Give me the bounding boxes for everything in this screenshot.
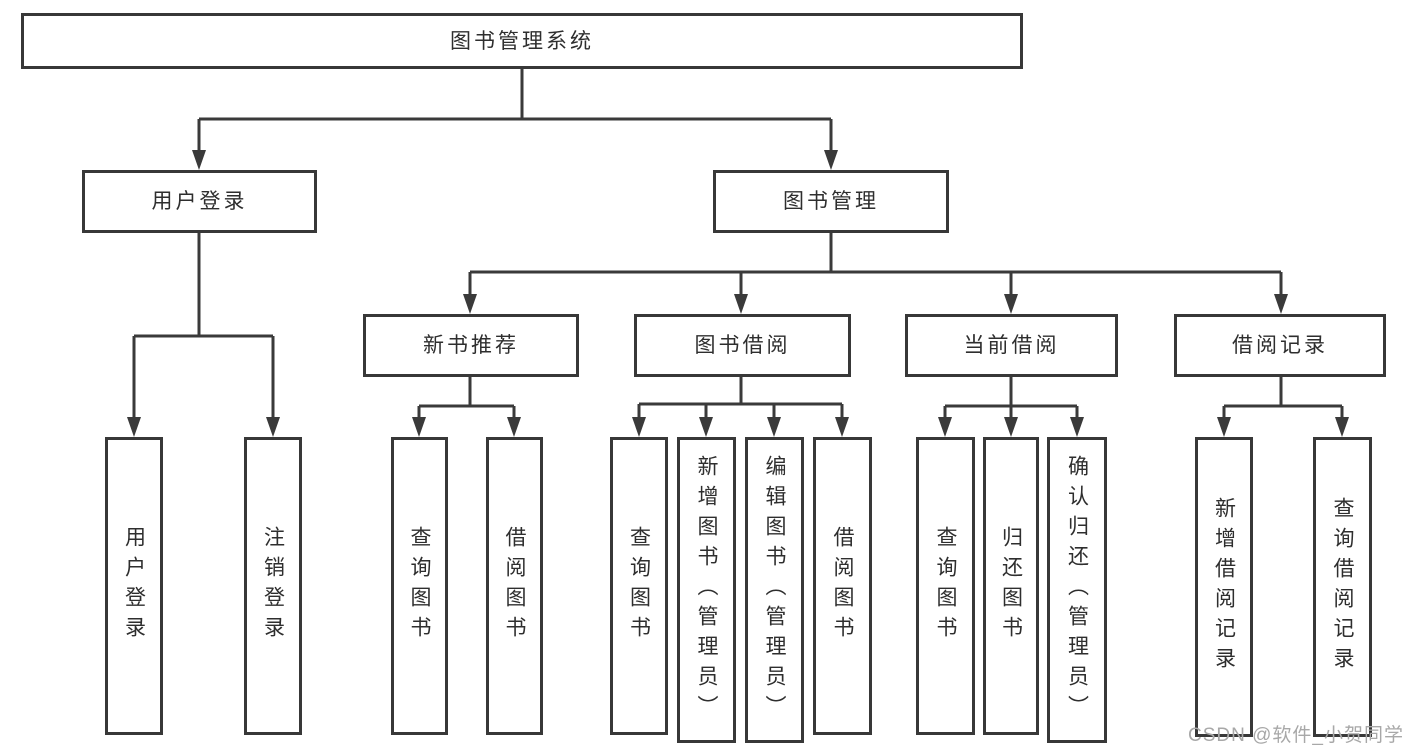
leaf-logout-label: 注销登录 <box>261 526 285 646</box>
connector-user-login-to-leaves <box>127 233 280 437</box>
leaf-user-login: 用户登录 <box>105 437 163 735</box>
node-root-label: 图书管理系统 <box>450 29 594 53</box>
leaf-edit-books-admin: 编辑图书（管理员） <box>745 437 804 743</box>
connector-borrow-records-to-leaves <box>1217 377 1349 437</box>
leaf-add-books-admin: 新增图书（管理员） <box>677 437 736 743</box>
connector-root-to-level2 <box>192 69 838 170</box>
leaf-confirm-return-admin: 确认归还（管理员） <box>1047 437 1107 743</box>
node-book-management: 图书管理 <box>713 170 949 233</box>
leaf-user-login-label: 用户登录 <box>122 526 146 646</box>
leaf-borrow-books-recommend: 借阅图书 <box>486 437 543 735</box>
leaf-query-books-current-label: 查询图书 <box>934 526 957 646</box>
leaf-borrow-books-borrowing: 借阅图书 <box>813 437 872 735</box>
leaf-borrow-books-borrowing-label: 借阅图书 <box>831 526 854 646</box>
leaf-return-books-label: 归还图书 <box>999 526 1023 646</box>
leaf-confirm-return-admin-label: 确认归还（管理员） <box>1065 455 1089 725</box>
leaf-query-books-recommend: 查询图书 <box>391 437 448 735</box>
node-borrow-records: 借阅记录 <box>1174 314 1386 377</box>
node-book-management-label: 图书管理 <box>783 190 879 213</box>
leaf-query-books-current: 查询图书 <box>916 437 975 735</box>
connector-book-management-to-level3 <box>463 233 1288 314</box>
leaf-add-borrow-record-label: 新增借阅记录 <box>1212 497 1236 677</box>
leaf-query-books-borrowing-label: 查询图书 <box>627 526 651 646</box>
node-user-login-label: 用户登录 <box>151 190 248 213</box>
csdn-watermark: CSDN @软件_小贺同学 <box>1188 725 1404 746</box>
node-user-login: 用户登录 <box>82 170 317 233</box>
connector-current-borrowing-to-leaves <box>938 377 1084 437</box>
leaf-add-borrow-record: 新增借阅记录 <box>1195 437 1253 737</box>
leaf-add-books-admin-label: 新增图书（管理员） <box>695 455 718 725</box>
leaf-query-borrow-record-label: 查询借阅记录 <box>1331 497 1354 677</box>
node-root: 图书管理系统 <box>21 13 1023 69</box>
node-borrow-records-label: 借阅记录 <box>1232 334 1328 357</box>
node-book-borrowing-label: 图书借阅 <box>694 334 791 357</box>
node-new-book-recommend: 新书推荐 <box>363 314 579 377</box>
connector-book-borrowing-to-leaves <box>632 377 849 437</box>
connector-new-book-recommend-to-leaves <box>412 377 521 437</box>
node-current-borrowing-label: 当前借阅 <box>963 334 1060 357</box>
leaf-edit-books-admin-label: 编辑图书（管理员） <box>763 455 786 725</box>
leaf-return-books: 归还图书 <box>983 437 1039 735</box>
node-new-book-recommend-label: 新书推荐 <box>423 334 519 357</box>
node-current-borrowing: 当前借阅 <box>905 314 1118 377</box>
leaf-borrow-books-recommend-label: 借阅图书 <box>503 526 526 646</box>
node-book-borrowing: 图书借阅 <box>634 314 851 377</box>
leaf-logout: 注销登录 <box>244 437 302 735</box>
leaf-query-borrow-record: 查询借阅记录 <box>1313 437 1372 737</box>
leaf-query-books-borrowing: 查询图书 <box>610 437 668 735</box>
leaf-query-books-recommend-label: 查询图书 <box>408 526 431 646</box>
